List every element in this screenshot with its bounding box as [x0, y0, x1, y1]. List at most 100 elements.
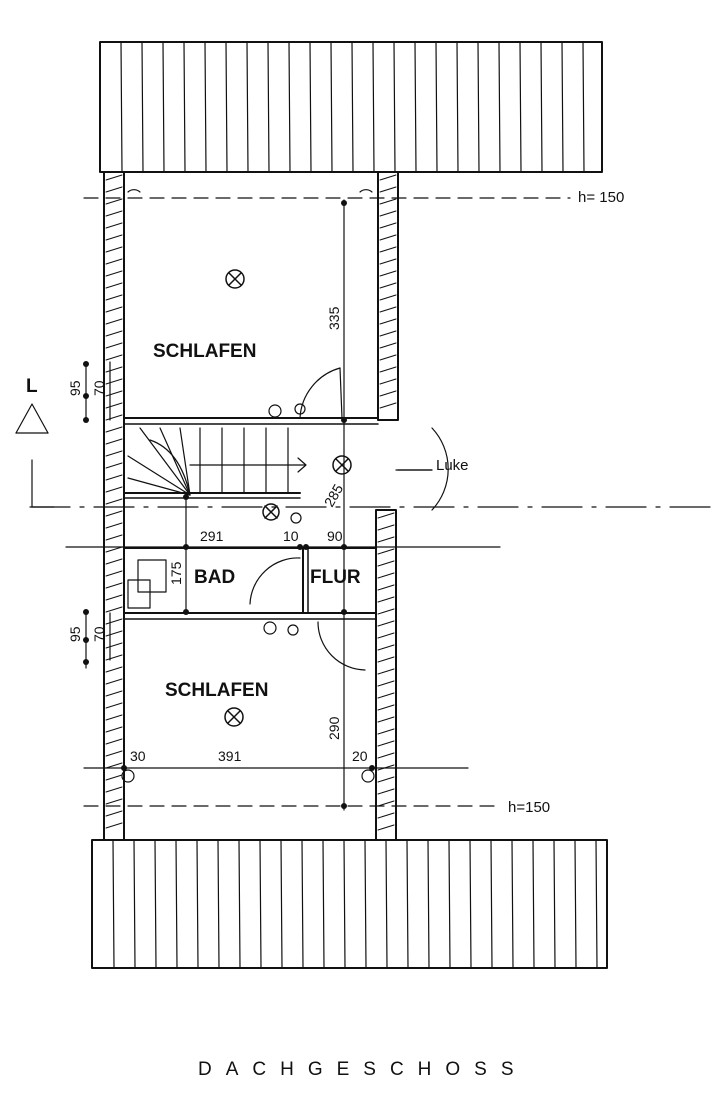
roof-slat — [322, 839, 325, 969]
wall-hatch — [105, 702, 123, 709]
roof-slat — [435, 41, 438, 173]
wall-hatch — [379, 342, 397, 349]
roof-slat — [154, 839, 157, 969]
wall-hatch — [105, 306, 123, 313]
wall-hatch — [105, 462, 123, 469]
wall-hatch — [105, 414, 123, 421]
wall-hatch — [105, 174, 123, 181]
wall-hatch — [105, 378, 123, 385]
roof-slat — [162, 41, 165, 173]
wall-hatch — [379, 330, 397, 337]
wall-hatch — [105, 354, 123, 361]
doors — [249, 367, 449, 671]
wall-hatch — [377, 740, 395, 747]
wall-hatch — [379, 354, 397, 361]
wall-hatch — [105, 270, 123, 277]
wall-hatch — [377, 524, 395, 531]
dimension-dots — [83, 200, 375, 809]
wall-hatch — [377, 608, 395, 615]
wall-hatch — [105, 498, 123, 505]
roof-slat — [120, 41, 123, 173]
wall-hatch — [377, 776, 395, 783]
roof-slat — [133, 839, 136, 969]
roof-slat — [259, 839, 262, 969]
wall-hatch — [105, 450, 123, 457]
wall-hatch — [105, 330, 123, 337]
roof-slat — [393, 41, 396, 173]
staircase — [127, 427, 307, 496]
roof-slat — [574, 839, 577, 969]
roof-slat — [427, 839, 430, 969]
roof-slat — [511, 839, 514, 969]
dimension-dot — [369, 765, 375, 771]
wall-hatch — [379, 210, 397, 217]
wall-hatch — [377, 584, 395, 591]
wall-hatch — [105, 558, 123, 565]
wall-hatch — [105, 198, 123, 205]
dimension-dot — [83, 659, 89, 665]
wall-hatch — [379, 198, 397, 205]
roof-slat — [238, 839, 241, 969]
roof-slat — [112, 839, 115, 969]
dim-95-top: 95 — [67, 380, 83, 396]
wall-hatch — [105, 366, 123, 373]
room-label-bedroom-bottom: SCHLAFEN — [165, 680, 268, 701]
wall-hatch — [105, 606, 123, 613]
dim-10: 10 — [283, 528, 299, 544]
wall-hatch — [379, 270, 397, 277]
roof-slat — [364, 839, 367, 969]
height-note-top: h= 150 — [578, 189, 624, 206]
wall-hatch — [377, 536, 395, 543]
interior-walls — [123, 417, 379, 620]
wall-hatch — [105, 486, 123, 493]
dimension-dot — [83, 361, 89, 367]
wall-hatch — [105, 342, 123, 349]
wall-hatch — [105, 822, 123, 829]
roof-slat — [477, 41, 480, 173]
wall-hatch — [105, 810, 123, 817]
roof-slat — [448, 839, 451, 969]
roof-slat — [267, 41, 270, 173]
wall-hatch — [377, 512, 395, 519]
dimension-dot — [83, 637, 89, 643]
roof-slat — [343, 839, 346, 969]
wall-hatch — [379, 390, 397, 397]
wall-hatch — [377, 824, 395, 831]
dim-90: 90 — [327, 528, 343, 544]
wall-hatch — [105, 582, 123, 589]
wall-hatch — [105, 390, 123, 397]
dimension-dot — [341, 803, 347, 809]
wall-hatch — [379, 246, 397, 253]
roof-slat — [490, 839, 493, 969]
roof-bottom — [91, 839, 608, 969]
dimension-dot — [83, 417, 89, 423]
wall-hatch — [377, 596, 395, 603]
dimension-dot — [83, 393, 89, 399]
wall-hatch — [379, 318, 397, 325]
dim-291: 291 — [200, 528, 224, 544]
wall-hatch — [105, 666, 123, 673]
dimension-dot — [341, 200, 347, 206]
roof-slat — [225, 41, 228, 173]
plan-title: DACHGESCHOSS — [198, 1059, 528, 1080]
wall-hatch — [105, 402, 123, 409]
wall-hatch — [105, 438, 123, 445]
wall-hatch — [379, 186, 397, 193]
dim-70-bottom: 70 — [91, 626, 107, 642]
wall-hatch — [105, 762, 123, 769]
wall-hatch — [379, 174, 397, 181]
dim-95-bottom: 95 — [67, 626, 83, 642]
wall-hatch — [377, 752, 395, 759]
wall-hatch — [105, 690, 123, 697]
room-label-hallway: FLUR — [310, 567, 361, 588]
section-marker-label: L — [26, 376, 38, 397]
wall-hatch — [105, 786, 123, 793]
wall-hatch — [377, 644, 395, 651]
wall-hatch — [105, 774, 123, 781]
wall-hatch — [377, 572, 395, 579]
wall-hatch — [105, 714, 123, 721]
roof-slat — [183, 41, 186, 173]
wall-hatch — [379, 234, 397, 241]
wall-hatch — [105, 282, 123, 289]
